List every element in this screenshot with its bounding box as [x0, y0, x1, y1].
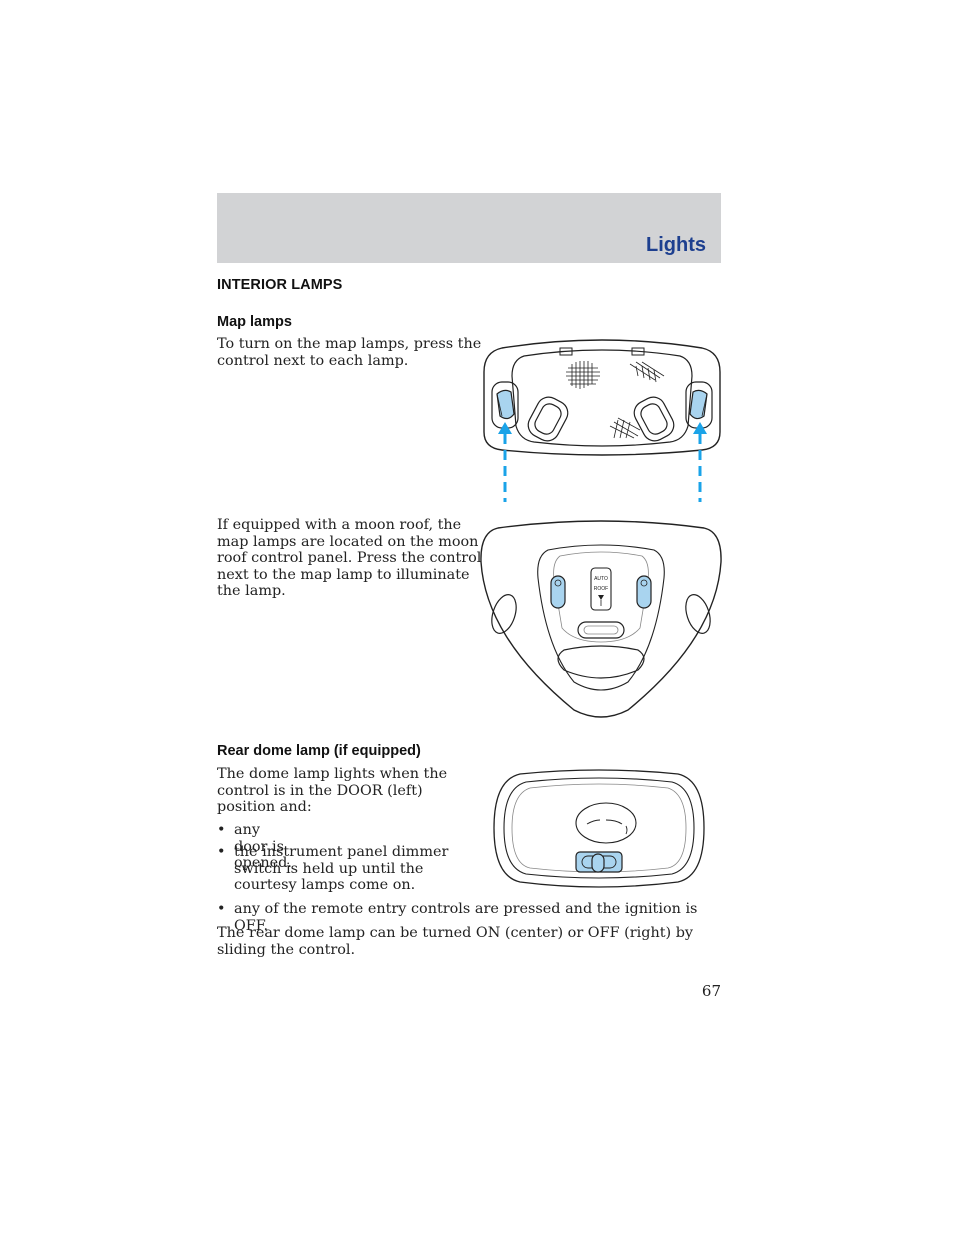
moon-roof-text: If equipped with a moon roof, the map la…: [217, 517, 481, 600]
rear-dome-closing: The rear dome lamp can be turned ON (cen…: [217, 925, 721, 958]
text-line: position and:: [217, 799, 312, 815]
moon-roof-switch: AUTO ROOF: [590, 567, 612, 611]
text-line: sliding the control.: [217, 941, 356, 958]
moon-roof-panel-illustration: AUTO ROOF: [480, 520, 722, 718]
dome-lamp-housing: [493, 769, 705, 888]
rear-dome-intro: The dome lamp lights when the control is…: [217, 766, 447, 816]
map-lamp-button-left: [550, 575, 566, 609]
moon-roof-panel-housing: [480, 520, 722, 718]
map-lamp-left: [527, 396, 569, 442]
section-title: Lights: [646, 234, 706, 256]
side-lamp-left: [491, 594, 517, 634]
overhead-console-housing: [483, 339, 721, 456]
text-line: next to the map lamp to illuminate: [217, 566, 470, 583]
text-line: switch is held up until the: [234, 860, 424, 877]
interior-lamps-heading: INTERIOR LAMPS: [217, 277, 343, 293]
text-line: The rear dome lamp can be turned ON (cen…: [217, 925, 694, 941]
down-triangle-icon: [598, 595, 604, 600]
dome-lens: [575, 802, 637, 844]
dome-lamp-slider: [575, 851, 623, 873]
rear-dome-heading: Rear dome lamp (if equipped): [217, 743, 421, 759]
arrow-right-icon: [693, 422, 707, 502]
map-lamp-control-right: [685, 381, 713, 429]
text-line: If equipped with a moon roof, the: [217, 517, 462, 533]
text-line: roof control panel. Press the control: [217, 550, 482, 566]
switch-label-roof: ROOF: [594, 586, 608, 592]
text-line: map lamps are located on the moon: [217, 533, 479, 550]
bottom-lens: [557, 645, 645, 679]
dome-lens-slot: [577, 621, 625, 639]
arrow-left-icon: [498, 422, 512, 502]
map-lamp-button-right: [636, 575, 652, 609]
text-line: any of the remote entry controls are pre…: [234, 901, 698, 934]
page-number: 67: [701, 982, 721, 1000]
rear-dome-lamp-illustration: [493, 769, 705, 888]
text-line: To turn on the map lamps, press the: [217, 336, 482, 352]
map-lamps-heading: Map lamps: [217, 314, 292, 330]
text-line: courtesy lamps come on.: [234, 877, 416, 893]
text-line: the instrument panel dimmer: [234, 844, 449, 860]
lens-texture: [566, 361, 665, 439]
map-lamps-illustration: [483, 339, 721, 502]
text-line: control next to each lamp.: [217, 352, 409, 369]
side-lamp-right: [685, 594, 711, 634]
map-lamps-text: To turn on the map lamps, press the cont…: [217, 336, 481, 369]
map-lamp-right: [633, 396, 675, 442]
switch-label-auto: AUTO: [594, 576, 608, 582]
text-line: control is in the DOOR (left): [217, 782, 423, 799]
text-line: the lamp.: [217, 583, 286, 599]
text-line: any door is opened.: [234, 822, 292, 871]
header-band: Lights: [217, 193, 721, 263]
text-line: The dome lamp lights when the: [217, 766, 448, 782]
